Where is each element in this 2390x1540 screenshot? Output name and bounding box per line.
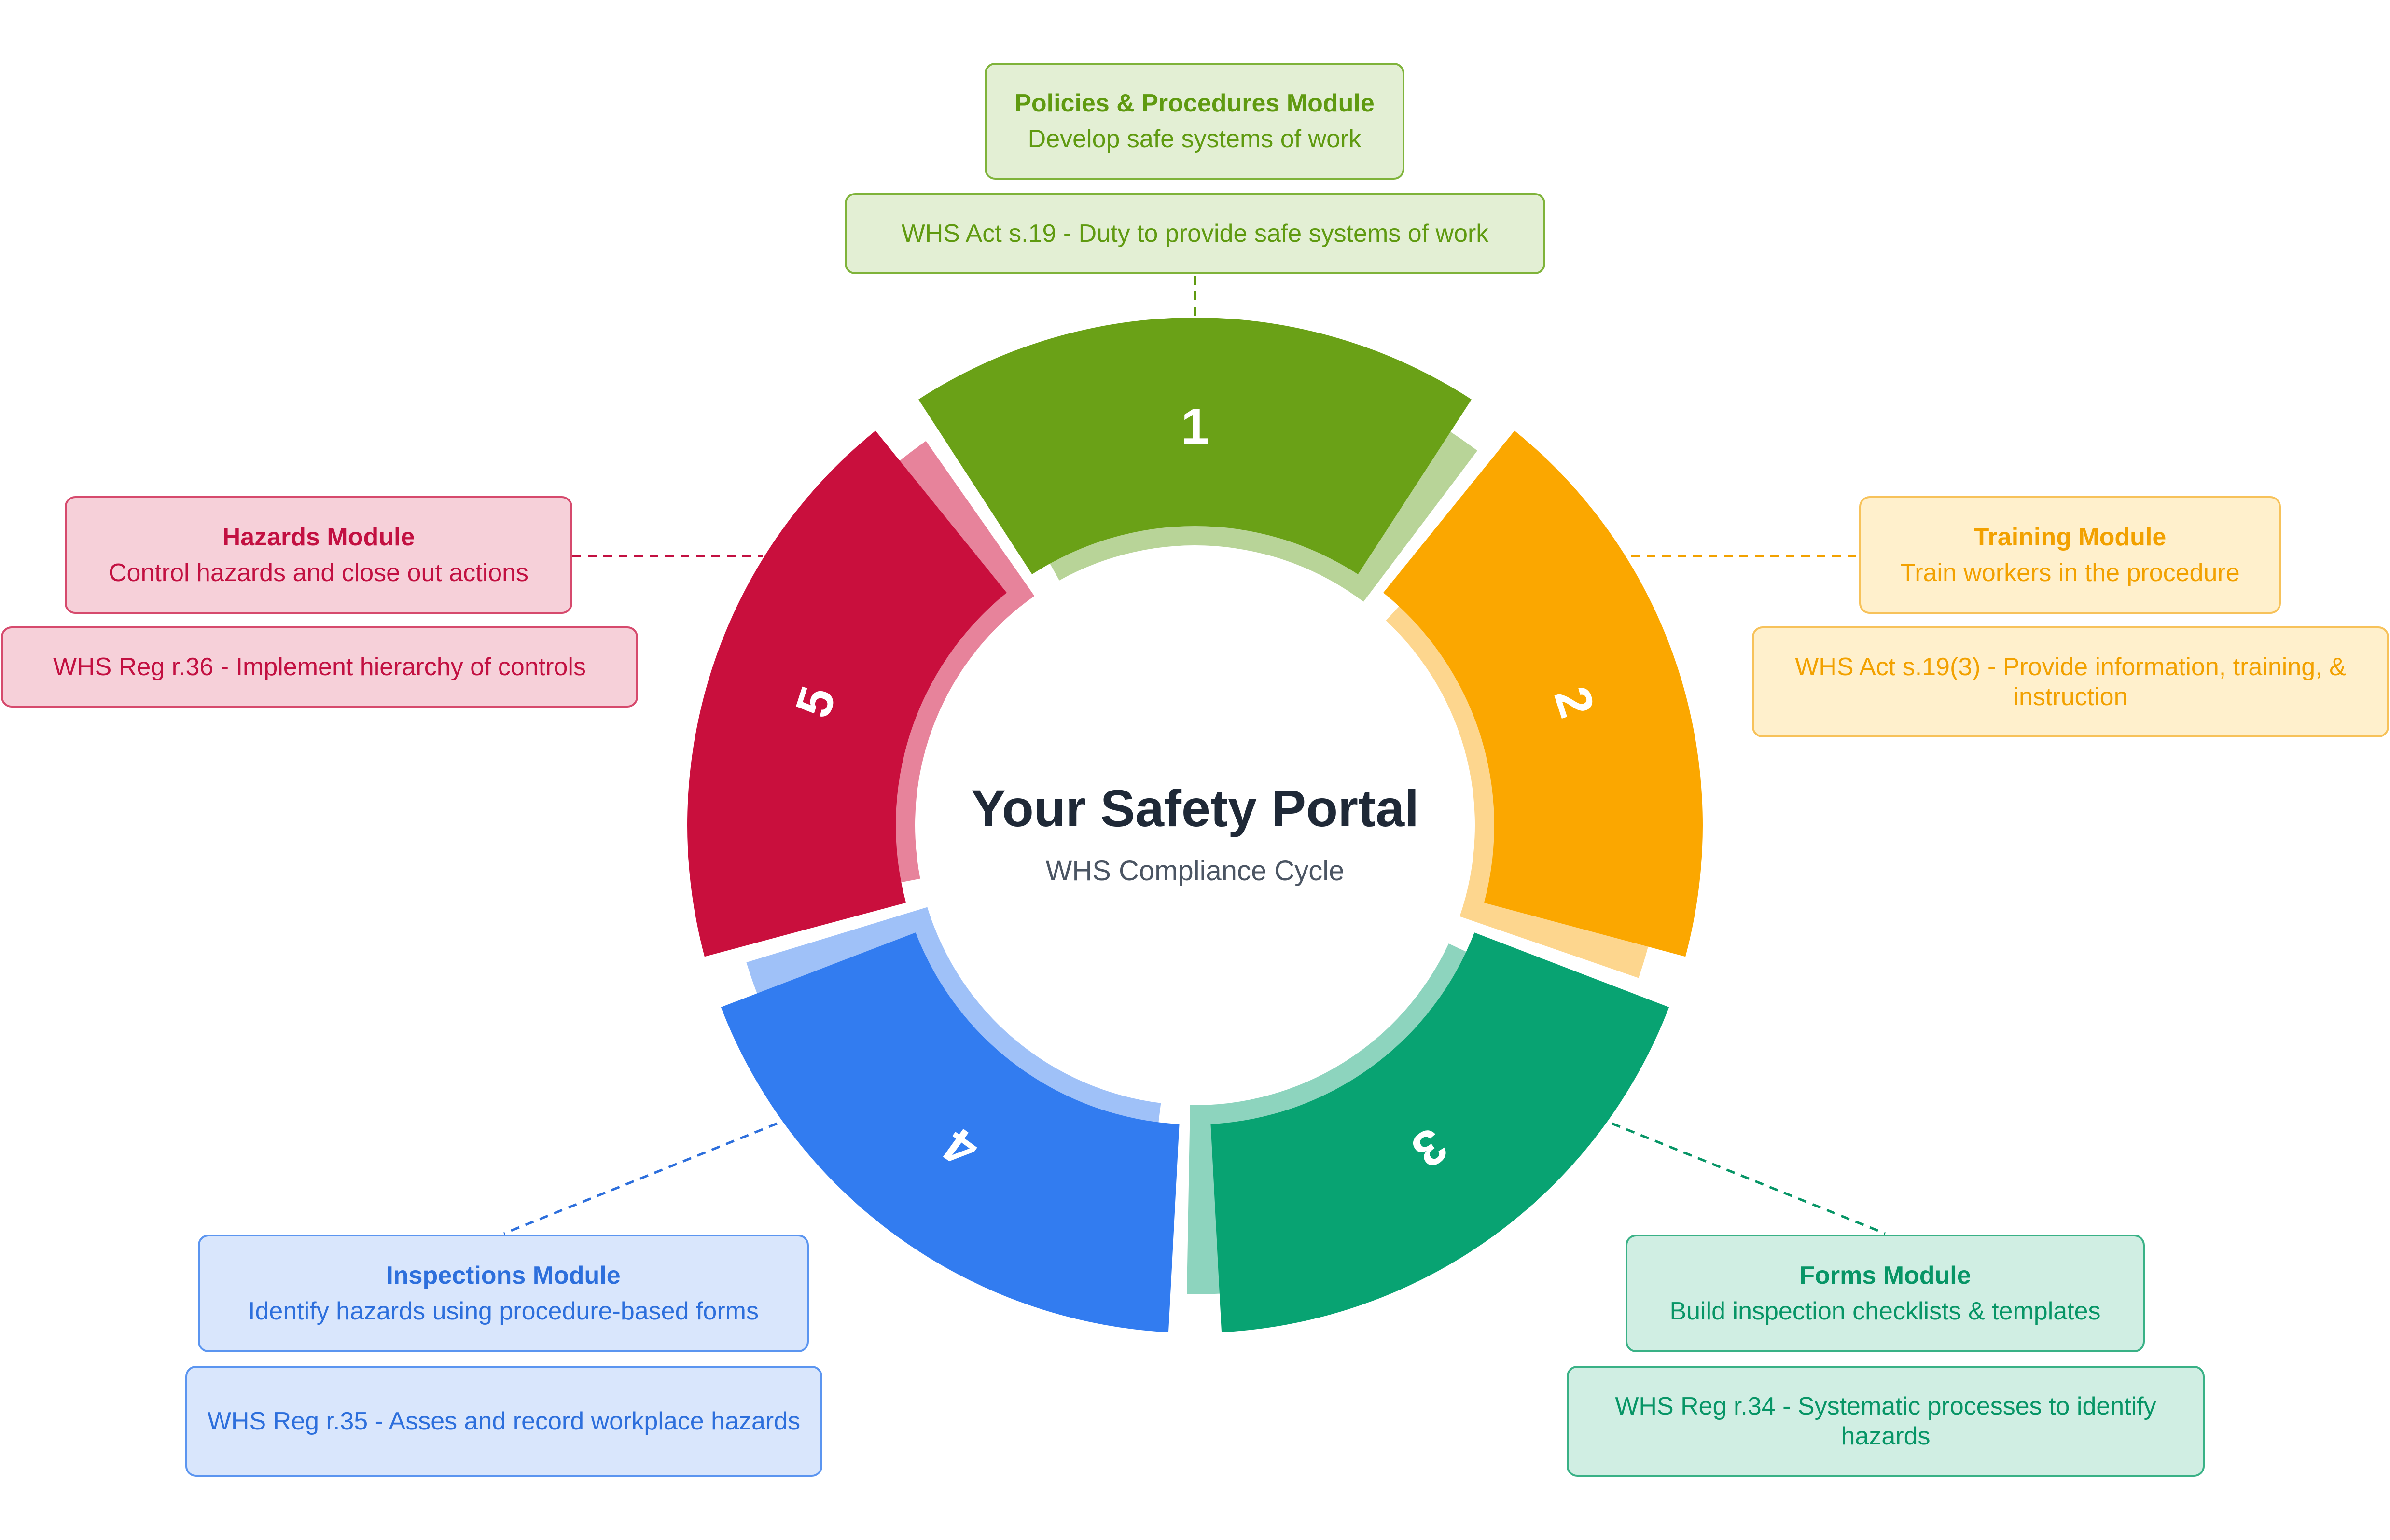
policies-reference: WHS Act s.19 - Duty to provide safe syst…: [901, 220, 1489, 248]
inspections-connector: [503, 1122, 778, 1235]
policies-module-title: Policies & Procedures Module: [1014, 89, 1375, 117]
inspections-module-title: Inspections Module: [386, 1262, 621, 1290]
training-reference-box: WHS Act s.19(3) - Provide information, t…: [1752, 626, 2389, 737]
segment-4-arc: [721, 932, 1180, 1332]
inspections-reference: WHS Reg r.35 - Asses and record workplac…: [207, 1407, 801, 1435]
segment-3-arc: [1210, 932, 1669, 1332]
connectors: [503, 276, 1886, 1235]
hazards-reference: WHS Reg r.36 - Implement hierarchy of co…: [53, 653, 586, 681]
segment-2-arc: [1383, 430, 1703, 957]
forms-reference-box: WHS Reg r.34 - Systematic processes to i…: [1567, 1366, 2205, 1477]
training-module-box[interactable]: Training Module Train workers in the pro…: [1859, 496, 2281, 614]
forms-module-box[interactable]: Forms Module Build inspection checklists…: [1626, 1235, 2145, 1352]
forms-connector: [1612, 1122, 1886, 1235]
segment-1-arc: [918, 318, 1472, 575]
segment-3[interactable]: 3: [1187, 932, 1669, 1332]
inspections-reference-box: WHS Reg r.35 - Asses and record workplac…: [185, 1366, 822, 1477]
inspections-module-box[interactable]: Inspections Module Identify hazards usin…: [198, 1235, 809, 1352]
portal-title: Your Safety Portal: [971, 779, 1419, 837]
forms-module-description: Build inspection checklists & templates: [1669, 1297, 2101, 1325]
forms-reference: WHS Reg r.34 - Systematic processes to i…: [1615, 1392, 2156, 1450]
training-reference: WHS Act s.19(3) - Provide information, t…: [1795, 653, 2346, 711]
hazards-module-description: Control hazards and close out actions: [108, 559, 529, 587]
training-module-description: Train workers in the procedure: [1900, 559, 2240, 587]
segment-2[interactable]: 2: [1383, 430, 1703, 978]
policies-module-box[interactable]: Policies & Procedures Module Develop saf…: [985, 63, 1404, 180]
hazards-reference-box: WHS Reg r.36 - Implement hierarchy of co…: [1, 626, 638, 708]
segment-5[interactable]: 5: [687, 430, 1035, 957]
inspections-module-description: Identify hazards using procedure-based f…: [248, 1297, 759, 1325]
segment-4[interactable]: 4: [721, 907, 1180, 1332]
policies-reference-box: WHS Act s.19 - Duty to provide safe syst…: [845, 193, 1545, 274]
hazards-module-title: Hazards Module: [222, 523, 415, 551]
training-module-title: Training Module: [1973, 523, 2167, 551]
segment-1-number: 1: [1181, 399, 1209, 455]
forms-module-title: Forms Module: [1799, 1262, 1971, 1290]
segment-5-arc: [687, 430, 1007, 957]
center-disc: [925, 555, 1465, 1096]
segment-1[interactable]: 1: [918, 318, 1477, 602]
hazards-module-box[interactable]: Hazards Module Control hazards and close…: [65, 496, 572, 614]
cycle-subtitle: WHS Compliance Cycle: [1045, 855, 1345, 887]
policies-module-description: Develop safe systems of work: [1028, 125, 1362, 153]
